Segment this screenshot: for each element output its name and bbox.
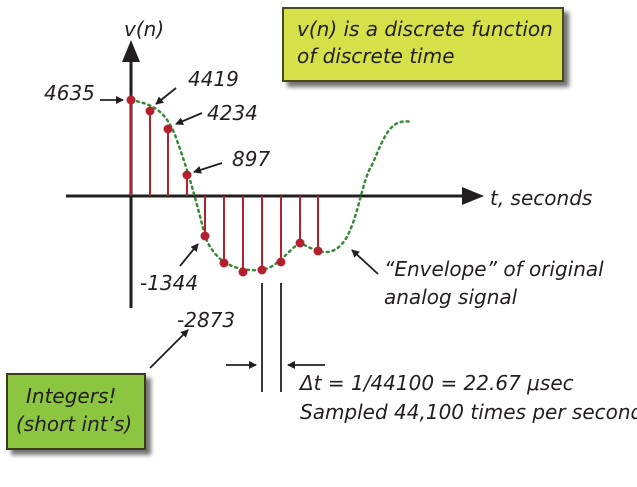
sample-dot xyxy=(276,257,286,267)
sample-dots xyxy=(126,95,323,277)
callout-discrete-function-line2: of discrete time xyxy=(297,44,455,68)
x-axis-label: t, seconds xyxy=(490,186,592,210)
arrow-envelope xyxy=(351,249,379,275)
label-4234: 4234 xyxy=(207,101,258,125)
callout-discrete-function-line1: v(n) is a discrete function xyxy=(297,17,553,41)
callout-integers: Integers! (short int’s) xyxy=(6,373,146,450)
delta-t-marker xyxy=(226,283,325,392)
callout-discrete-function: v(n) is a discrete function of discrete … xyxy=(282,7,564,82)
delta-t-text: Δt = 1/44100 = 22.67 μsec xyxy=(298,371,574,395)
callout-integers-line1: Integers! xyxy=(26,384,116,408)
sample-rate-text: Sampled 44,100 times per second xyxy=(300,400,637,424)
label-minus-1344: -1344 xyxy=(140,271,198,295)
samples xyxy=(130,100,319,272)
y-axis-arrow-icon xyxy=(122,40,140,62)
y-axis-label: v(n) xyxy=(124,17,164,41)
callout-discrete-function-box xyxy=(282,7,564,82)
arrow-integers xyxy=(149,329,189,369)
arrow-897 xyxy=(193,162,223,174)
sample-dot xyxy=(126,95,136,105)
sample-dot xyxy=(182,170,192,180)
label-4635: 4635 xyxy=(44,81,95,105)
sample-dot xyxy=(219,258,229,268)
arrow-1344 xyxy=(179,243,199,267)
label-897: 897 xyxy=(232,147,270,171)
callout-integers-line2: (short int’s) xyxy=(16,412,132,436)
sample-dot xyxy=(313,246,323,256)
sample-dot xyxy=(163,124,173,134)
envelope-curve xyxy=(129,98,414,272)
sample-dot xyxy=(238,267,248,277)
x-axis-arrow-icon xyxy=(462,187,484,205)
sample-dot xyxy=(145,106,155,116)
sample-dot xyxy=(200,231,210,241)
envelope-note-line1: “Envelope” of original xyxy=(384,257,604,281)
axes: v(n) t, seconds xyxy=(66,17,592,308)
value-annotations xyxy=(100,87,379,369)
sample-dot xyxy=(295,238,305,248)
sample-dot xyxy=(257,265,267,275)
label-minus-2873: -2873 xyxy=(177,308,235,332)
arrow-4234 xyxy=(175,112,203,125)
label-4419: 4419 xyxy=(188,67,239,91)
arrow-4419 xyxy=(155,87,177,105)
callout-integers-box xyxy=(6,373,146,450)
envelope-note-line2: analog signal xyxy=(384,285,518,309)
